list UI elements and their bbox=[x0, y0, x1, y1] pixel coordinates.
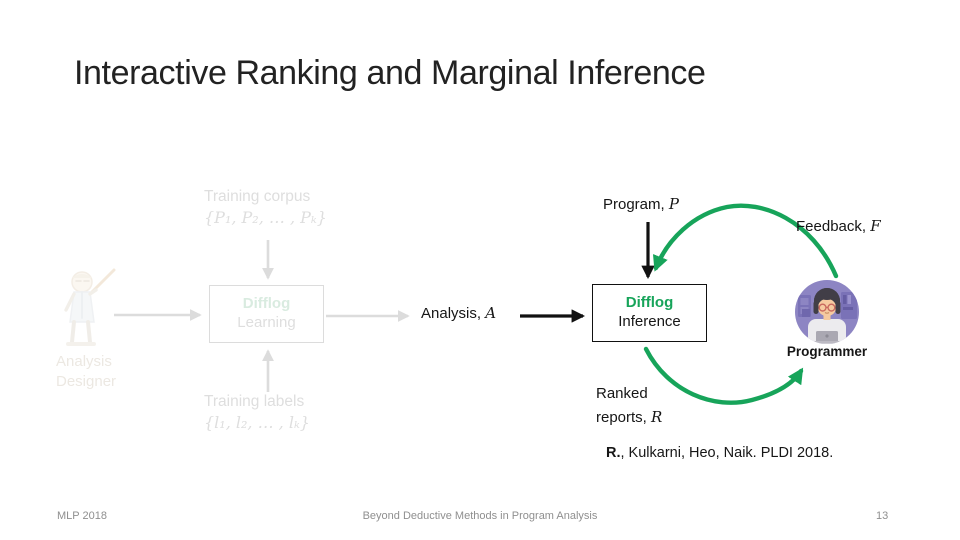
feedback-label: Feedback, F bbox=[796, 217, 881, 235]
program-variable: P bbox=[668, 195, 679, 213]
analysis-designer-label: Analysis Designer bbox=[56, 352, 116, 393]
ranked-reports-line1: Ranked bbox=[596, 385, 648, 402]
programmer-avatar-icon bbox=[795, 280, 859, 344]
citation: R., Kulkarni, Heo, Naik. PLDI 2018. bbox=[606, 445, 833, 461]
program-label: Program, P bbox=[603, 195, 679, 213]
program-label-text: Program, bbox=[603, 196, 669, 213]
training-corpus-math: {P₁, P₂, … , Pₖ} bbox=[204, 208, 327, 228]
inference-box-line1: Difflog bbox=[625, 294, 674, 312]
training-labels-label: Training labels {l₁, l₂, … , lₖ} bbox=[204, 391, 310, 432]
ranked-reports-text: reports, bbox=[596, 408, 652, 426]
footer-talk-title: Beyond Deductive Methods in Program Anal… bbox=[362, 510, 598, 522]
reports-arc-inference-to-programmer bbox=[643, 346, 804, 405]
ranked-reports-line2: reports, R bbox=[596, 406, 662, 430]
slide-title: Interactive Ranking and Marginal Inferen… bbox=[74, 54, 706, 92]
analysis-designer-figure-icon bbox=[64, 268, 116, 346]
designer-label-line1: Analysis bbox=[56, 353, 112, 370]
feedback-label-text: Feedback, bbox=[796, 218, 871, 235]
analysis-label: Analysis, A bbox=[421, 304, 496, 322]
training-labels-line1: Training labels bbox=[204, 393, 305, 410]
training-corpus-label: Training corpus {P₁, P₂, … , Pₖ} bbox=[204, 186, 327, 227]
programmer-label: Programmer bbox=[786, 344, 868, 359]
citation-author-bold: R. bbox=[606, 445, 621, 461]
learning-box-line1: Difflog bbox=[242, 295, 291, 313]
ranked-reports-variable: R bbox=[651, 407, 663, 426]
footer-venue: MLP 2018 bbox=[57, 510, 107, 522]
learning-box-line2: Learning bbox=[237, 314, 296, 331]
analysis-label-text: Analysis, bbox=[421, 305, 486, 322]
footer-page-number: 13 bbox=[876, 510, 889, 522]
difflog-inference-box: Difflog Inference bbox=[592, 284, 707, 342]
inference-box-line2: Inference bbox=[618, 313, 681, 330]
feedback-variable: F bbox=[870, 217, 881, 235]
training-corpus-line1: Training corpus bbox=[204, 188, 311, 205]
difflog-learning-box: Difflog Learning bbox=[209, 285, 324, 343]
analysis-variable: A bbox=[485, 304, 497, 322]
citation-rest: , Kulkarni, Heo, Naik. PLDI 2018. bbox=[620, 445, 834, 461]
ranked-reports-label: Ranked reports, R bbox=[596, 383, 662, 429]
designer-label-line2: Designer bbox=[56, 373, 117, 391]
training-labels-math: {l₁, l₂, … , lₖ} bbox=[204, 413, 310, 433]
